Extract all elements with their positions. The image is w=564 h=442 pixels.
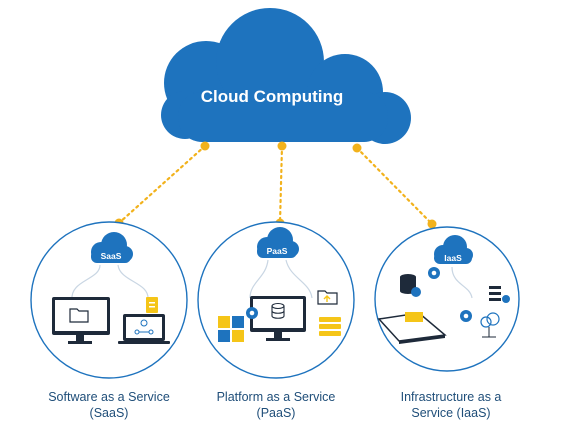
user-network-icon — [134, 319, 154, 335]
connector-lines — [117, 144, 434, 226]
paas-badge: PaaS — [267, 246, 288, 256]
caption-saas-line1: Software as a Service — [48, 390, 170, 404]
iaas-illustration — [377, 266, 510, 344]
monitor-icon — [52, 297, 110, 344]
small-cloud-icon — [257, 227, 299, 258]
caption-paas-line1: Platform as a Service — [216, 390, 336, 404]
folder-upload-icon — [317, 290, 338, 305]
folder-icon — [69, 308, 89, 323]
network-servers-icon — [489, 286, 510, 303]
gear-icon — [246, 307, 258, 319]
puzzle-icon — [218, 316, 244, 342]
gear-icon — [428, 267, 440, 279]
main-cloud-title: Cloud Computing — [201, 87, 344, 106]
database-icon — [271, 302, 285, 319]
caption-iaas-line1: Infrastructure as a — [400, 390, 502, 404]
server-stack-icon — [319, 317, 341, 336]
caption-saas: Software as a Service (SaaS) — [29, 389, 189, 421]
gear-icon — [460, 310, 472, 322]
document-icon — [146, 297, 158, 313]
caption-iaas-line2: Service (IaaS) — [411, 406, 491, 420]
caption-iaas: Infrastructure as a Service (IaaS) — [376, 389, 526, 421]
small-cloud-icon — [434, 235, 473, 264]
saas-illustration — [52, 264, 170, 344]
small-cloud-icon — [91, 232, 133, 263]
caption-saas-line2: (SaaS) — [89, 406, 129, 420]
sticky-note-icon — [405, 312, 423, 322]
caption-paas-line2: (PaaS) — [256, 406, 296, 420]
saas-badge: SaaS — [101, 251, 122, 261]
main-cloud — [161, 8, 411, 144]
iaas-badge: IaaS — [444, 253, 462, 263]
paas-illustration — [218, 259, 341, 342]
caption-paas: Platform as a Service (PaaS) — [196, 389, 356, 421]
database-check-icon — [400, 274, 421, 297]
cloud-network-icon — [480, 312, 500, 338]
connector-dots — [114, 141, 437, 229]
laptop-icon — [118, 314, 170, 344]
